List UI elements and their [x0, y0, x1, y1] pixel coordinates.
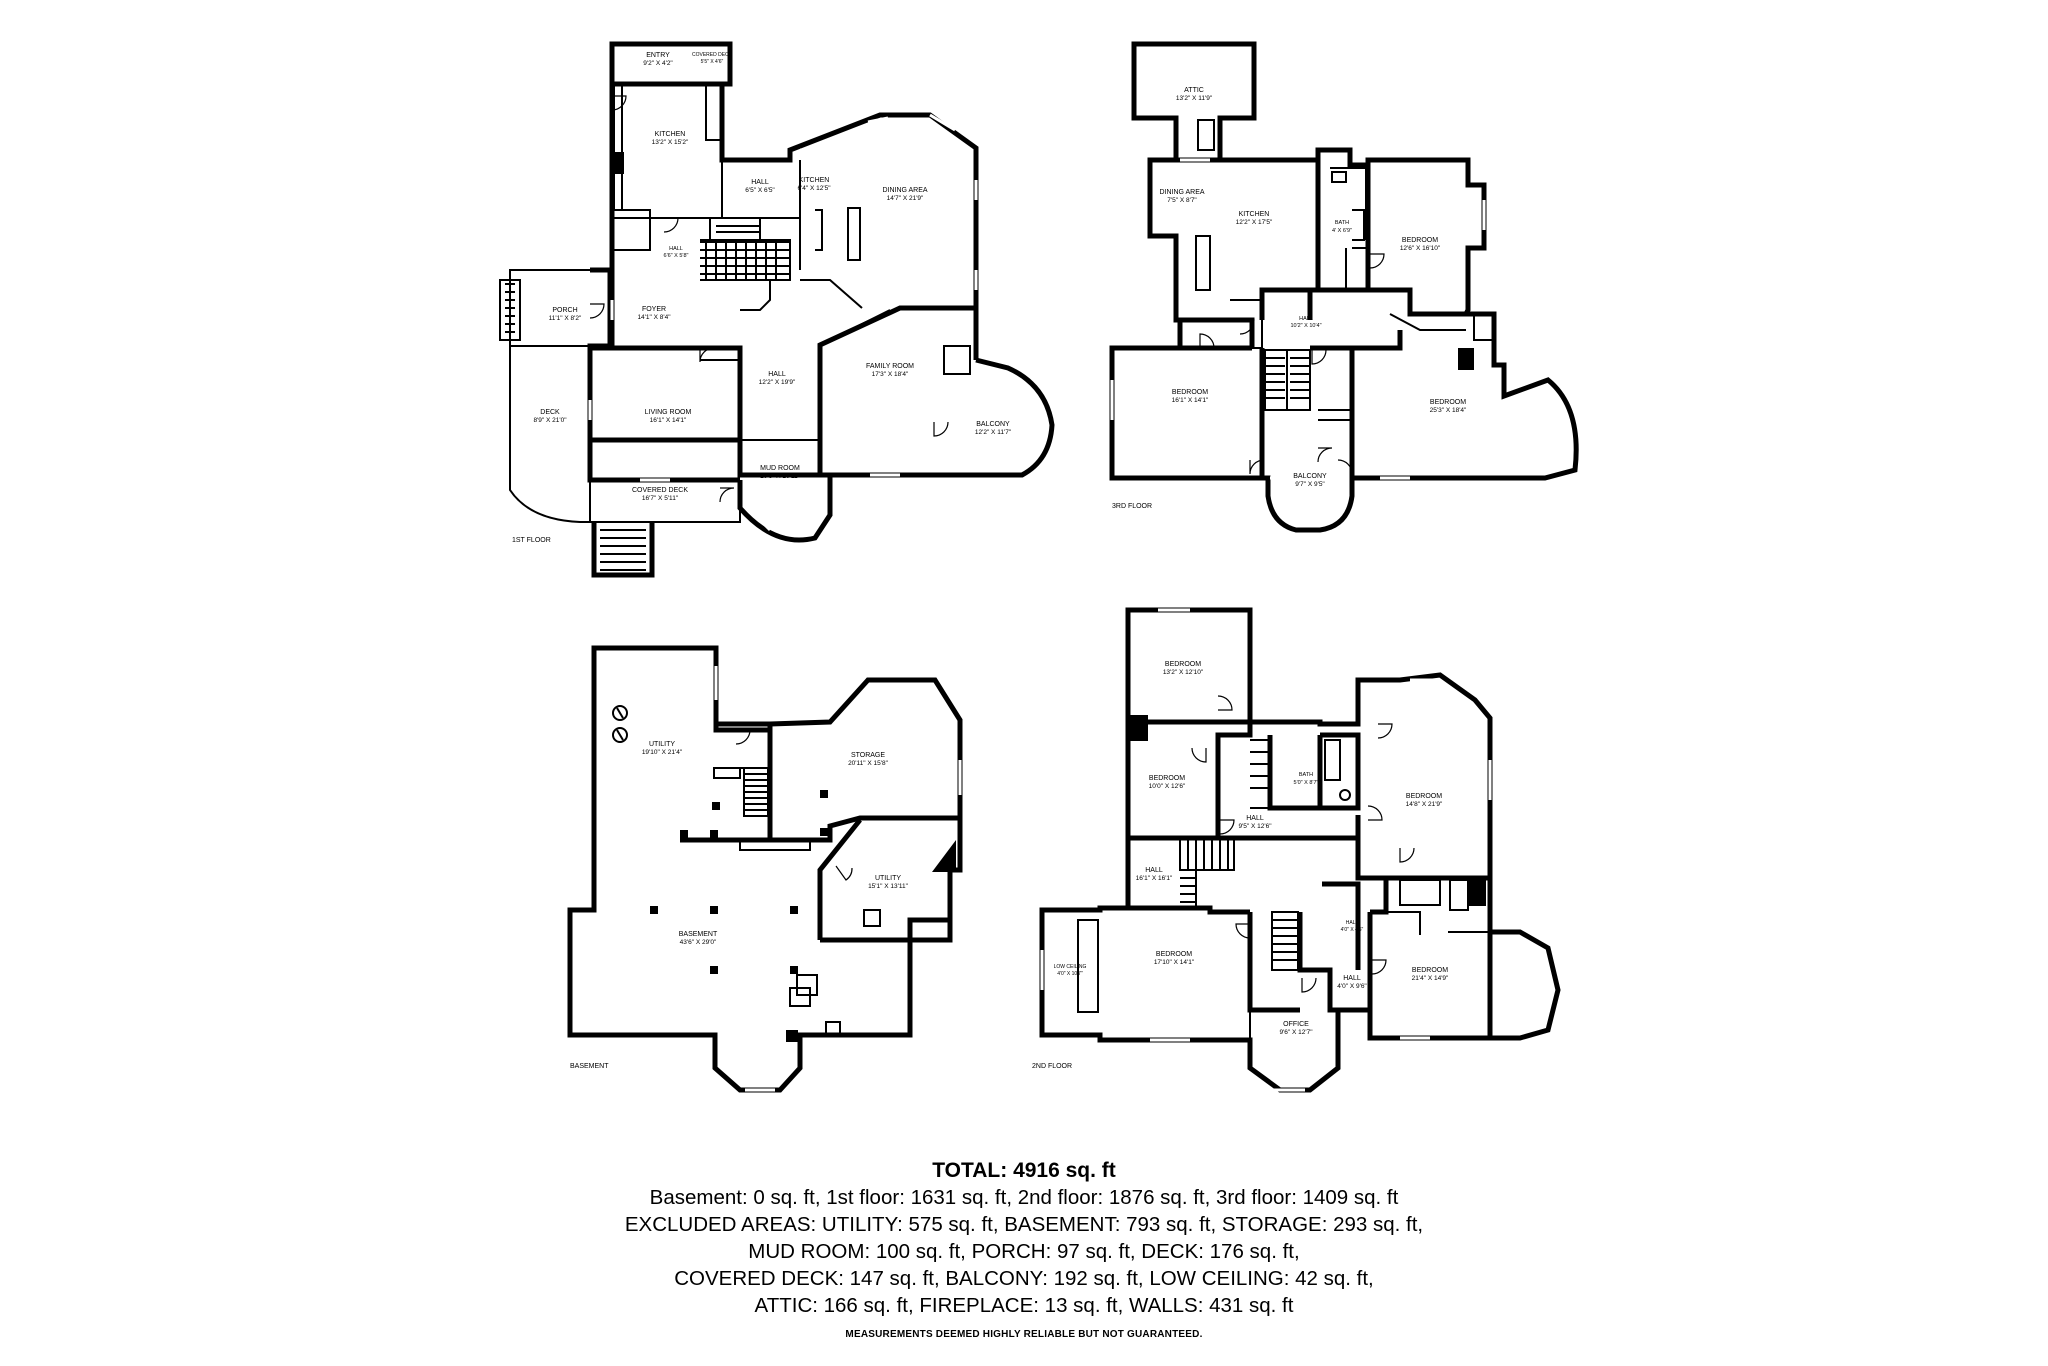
room-dims: 4'0" X 9'6"	[1337, 983, 1367, 990]
room-name: OFFICE	[1283, 1021, 1309, 1028]
room-name: HALL	[1145, 867, 1163, 874]
room-dims: 16'1" X 16'1"	[1136, 875, 1173, 882]
room-dims: 4' X 6'9"	[1332, 228, 1352, 234]
room-dims: 7'5" X 8'7"	[1167, 197, 1197, 204]
room-name: COVERED DECK	[692, 52, 733, 58]
room-name: KITCHEN	[1239, 211, 1270, 218]
room-name: BASEMENT	[679, 931, 718, 938]
room-dims: 12'6" X 16'10"	[1400, 245, 1441, 252]
floor-label: 1ST FLOOR	[512, 537, 551, 544]
room-dims: 6'6" X 5'8"	[664, 253, 689, 259]
area-summary: TOTAL: 4916 sq. ft Basement: 0 sq. ft, 1…	[0, 1158, 2048, 1340]
floor-label: 2ND FLOOR	[1032, 1063, 1072, 1070]
room-name: BATH	[1299, 772, 1313, 778]
room-dims: 20'11" X 15'8"	[848, 760, 889, 767]
room-name: HALL	[1346, 920, 1359, 926]
room-name: BEDROOM	[1430, 399, 1466, 406]
room-name: BEDROOM	[1172, 389, 1208, 396]
room-dims: 9'5" X 12'6"	[1238, 823, 1272, 830]
disclaimer: MEASUREMENTS DEEMED HIGHLY RELIABLE BUT …	[845, 1329, 1203, 1340]
room-dims: 43'6" X 29'0"	[680, 939, 717, 946]
room-name: HALL	[669, 246, 683, 252]
room-name: BEDROOM	[1156, 951, 1192, 958]
room-dims: 4'0" X 4'5"	[1341, 927, 1364, 933]
room-name: DECK	[540, 409, 560, 416]
room-dims: 6'5" X 6'5"	[745, 187, 775, 194]
room-dims: 5'0" X 8'7"	[1294, 780, 1319, 786]
room-dims: 17'3" X 18'4"	[872, 371, 909, 378]
room-name: LOW CEILING	[1054, 964, 1087, 970]
room-dims: 10'0" X 12'6"	[1149, 783, 1186, 790]
room-name: HALL	[768, 371, 786, 378]
room-dims: 13'2" X 15'2"	[652, 139, 689, 146]
room-name: LIVING ROOM	[645, 409, 692, 416]
floor-label: 3RD FLOOR	[1112, 503, 1152, 510]
room-dims: 4'0" X 10'7"	[1057, 971, 1083, 977]
room-dims: 9'2" X 4'2"	[643, 60, 673, 67]
room-name: BEDROOM	[1402, 237, 1438, 244]
basement-plan: UTILITY 19'10" X 21'4" STORAGE 20'11" X …	[567, 645, 963, 1093]
room-dims: 12'2" X 17'5"	[1236, 219, 1273, 226]
room-name: BEDROOM	[1149, 775, 1185, 782]
room-name: DINING AREA	[1159, 189, 1204, 196]
room-name: BEDROOM	[1165, 661, 1201, 668]
room-name: BALCONY	[976, 421, 1010, 428]
room-name: FAMILY ROOM	[866, 363, 914, 370]
room-name: KITCHEN	[799, 177, 830, 184]
room-dims: 21'4" X 14'9"	[1412, 975, 1449, 982]
total-area: TOTAL: 4916 sq. ft	[932, 1159, 1116, 1182]
room-dims: 10'6" X 10'11"	[760, 473, 801, 480]
room-dims: 6'4" X 12'5"	[797, 185, 831, 192]
room-dims: 16'1" X 14'1"	[650, 417, 687, 424]
room-dims: 17'10" X 14'1"	[1154, 959, 1195, 966]
room-name: ENTRY	[646, 52, 670, 59]
room-name: COVERED DECK	[632, 487, 688, 494]
room-dims: 14'8" X 21'9"	[1406, 801, 1443, 808]
room-name: MUD ROOM	[760, 465, 800, 472]
room-dims: 12'2" X 19'9"	[759, 379, 796, 386]
room-dims: 8'9" X 21'0"	[533, 417, 567, 424]
second-floor-plan: BEDROOM 13'2" X 12'10" BEDROOM 10'0" X 1…	[1032, 607, 1561, 1093]
room-name: ATTIC	[1184, 87, 1204, 94]
room-dims: 14'1" X 8'4"	[637, 314, 671, 321]
room-dims: 25'3" X 18'4"	[1430, 407, 1467, 414]
area-line-excluded-1: EXCLUDED AREAS: UTILITY: 575 sq. ft, BAS…	[624, 1213, 1424, 1236]
room-dims: 12'2" X 11'7"	[975, 429, 1012, 436]
room-name: HALL	[751, 179, 769, 186]
room-name: UTILITY	[875, 875, 901, 882]
room-name: STORAGE	[851, 752, 885, 759]
room-dims: 10'2" X 10'4"	[1290, 323, 1321, 329]
room-dims: 19'10" X 21'4"	[642, 749, 683, 756]
room-name: HALL	[1246, 815, 1264, 822]
room-name: FOYER	[642, 306, 666, 313]
room-name: UTILITY	[649, 741, 675, 748]
room-name: DINING AREA	[882, 187, 927, 194]
room-dims: 9'6" X 12'7"	[1279, 1029, 1313, 1036]
floor-plans: ENTRY 9'2" X 4'2" COVERED DECK 5'5" X 4'…	[499, 41, 1579, 1093]
first-floor-plan: ENTRY 9'2" X 4'2" COVERED DECK 5'5" X 4'…	[499, 41, 1055, 578]
room-dims: 16'1" X 14'1"	[1172, 397, 1209, 404]
room-name: KITCHEN	[655, 131, 686, 138]
room-name: HALL	[1299, 316, 1313, 322]
room-dims: 14'7" X 21'9"	[887, 195, 924, 202]
room-dims: 9'7" X 9'5"	[1295, 481, 1325, 488]
room-name: HALL	[1343, 975, 1361, 982]
room-name: BALCONY	[1293, 473, 1327, 480]
room-name: BEDROOM	[1406, 793, 1442, 800]
room-name: BEDROOM	[1412, 967, 1448, 974]
third-floor-plan: ATTIC 13'2" X 11'9" DINING AREA 7'5" X 8…	[1109, 41, 1579, 533]
floor-label: BASEMENT	[570, 1063, 609, 1070]
area-line-excluded-4: ATTIC: 166 sq. ft, FIREPLACE: 13 sq. ft,…	[754, 1294, 1294, 1317]
room-dims: 11'1" X 8'2"	[549, 315, 582, 322]
room-dims: 5'5" X 4'6"	[701, 59, 724, 65]
area-line-excluded-3: COVERED DECK: 147 sq. ft, BALCONY: 192 s…	[674, 1267, 1374, 1290]
area-line-excluded-2: MUD ROOM: 100 sq. ft, PORCH: 97 sq. ft, …	[748, 1240, 1300, 1263]
area-line-floors: Basement: 0 sq. ft, 1st floor: 1631 sq. …	[649, 1186, 1399, 1209]
room-name: PORCH	[552, 307, 577, 314]
room-dims: 13'2" X 11'9"	[1176, 95, 1213, 102]
room-dims: 15'1" X 13'11"	[868, 883, 909, 890]
room-name: BATH	[1335, 220, 1349, 226]
room-dims: 13'2" X 12'10"	[1163, 669, 1204, 676]
room-dims: 16'7" X 5'11"	[642, 495, 679, 502]
